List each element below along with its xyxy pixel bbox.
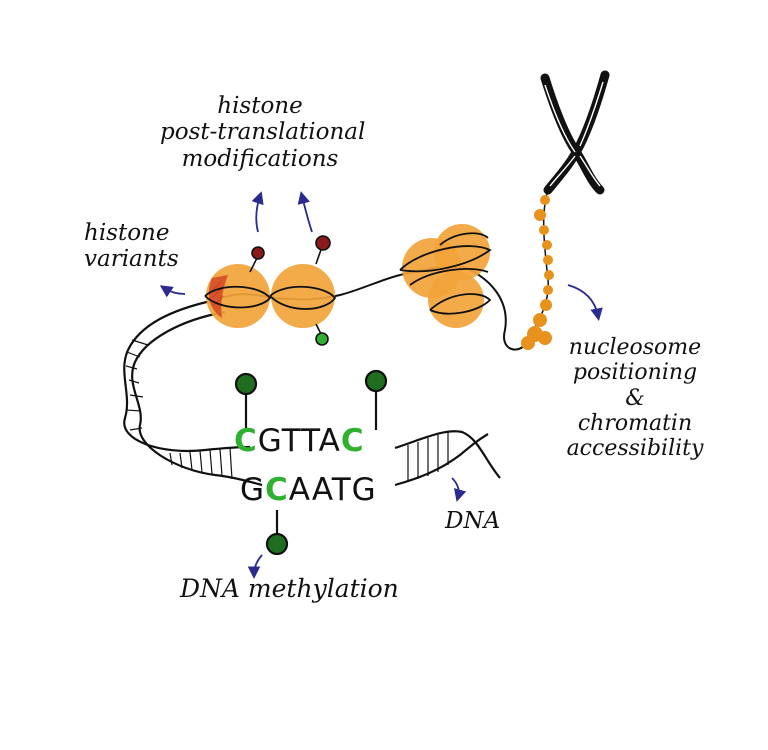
nucleosome-line-1: nucleosome [568,335,702,360]
base-bottom-2: C [265,472,289,508]
base-top-5: A [318,423,341,459]
base-top-6: C [340,423,365,459]
base-top-2: G [257,423,282,459]
histone-ptm-line-3: modifications [181,145,339,172]
histone-variants-label: histone variants [84,220,179,273]
base-top-3: T [281,423,302,459]
methyl-groups [234,369,388,556]
chromosome [540,70,610,195]
histone-variants-line-1: histone [84,220,170,246]
annotation-arrows [159,191,603,580]
dna-double-helix [123,298,263,487]
dna-helix-right [394,430,501,487]
nucleosome-line-3: & [625,385,645,411]
base-top-4: T [301,423,319,459]
base-bottom-3: A [288,472,312,508]
histone-marks [249,235,331,346]
histone-variants-line-2: variants [84,246,179,273]
nucleosome-line-4: chromatin [577,410,693,436]
nucleosome-line-2: positioning [572,360,698,386]
sequence-bottom-strand: GCAATG [240,472,377,508]
nucleosome-label: nucleosome positioning & chromatin acces… [555,335,715,461]
chromatin-beads [521,189,554,350]
histone-ptm-label: histone post-translational modifications [160,93,366,172]
dna-methylation-label: DNA methylation [180,574,399,603]
base-top-1: C [234,423,258,459]
base-bottom-1: G [240,472,266,508]
base-bottom-5: T [331,472,352,508]
sequence-top-strand: CGTTAC [234,423,365,459]
nucleosome-variant [204,264,272,328]
base-bottom-6: G [351,472,377,508]
nucleosome-line-5: accessibility [566,436,704,462]
base-bottom-4: A [311,472,332,508]
histone-ptm-line-2: post-translational [160,119,366,146]
dna-label: DNA [445,508,501,534]
nucleosome-cluster [399,224,492,328]
nucleosome [269,264,337,328]
histone-ptm-line-1: histone [217,93,303,119]
